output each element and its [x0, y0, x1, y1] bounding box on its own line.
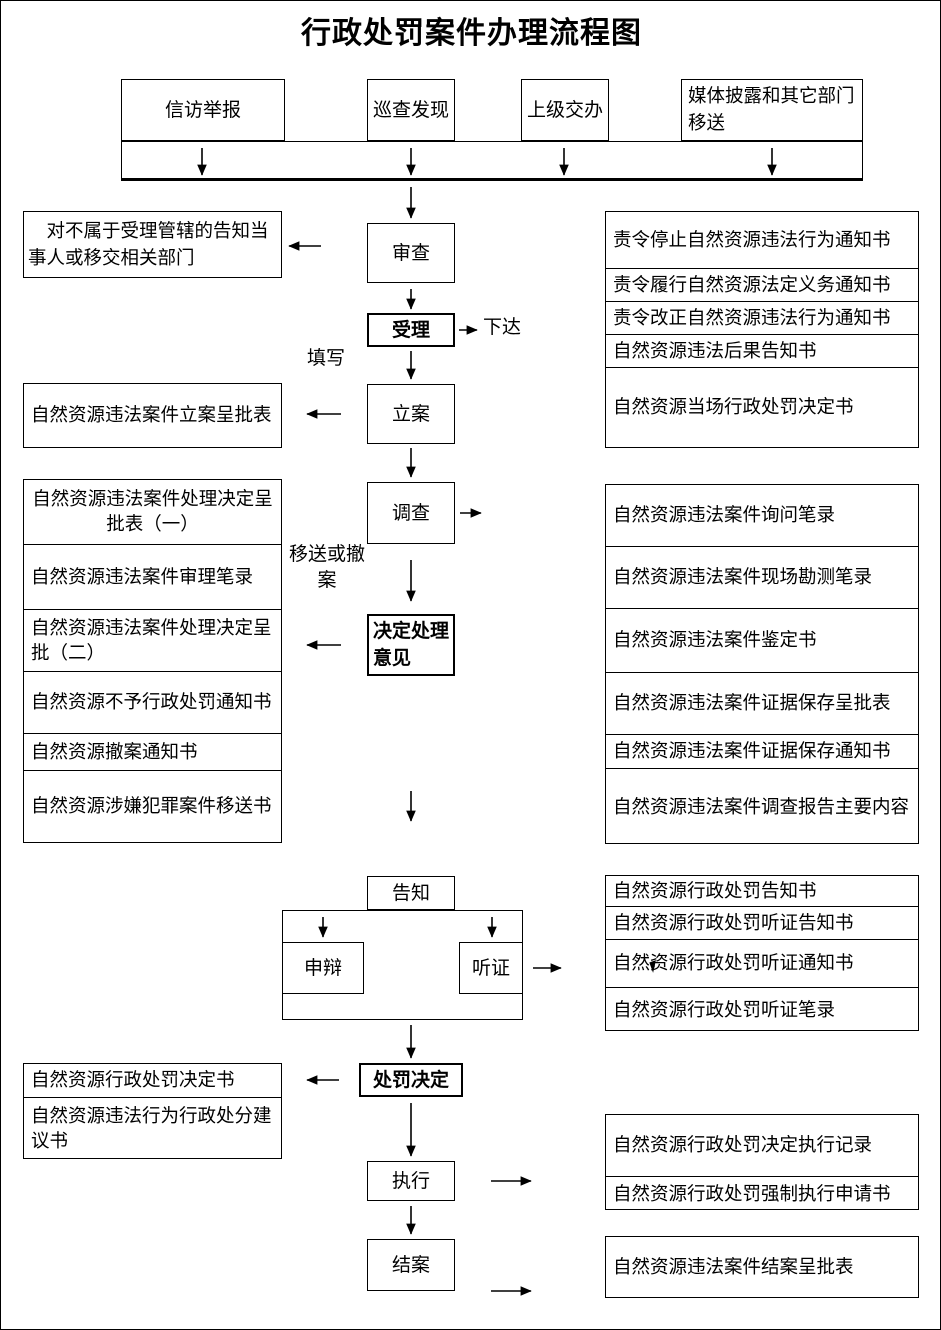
table-row[interactable]: 自然资源违法案件询问笔录 [606, 485, 918, 547]
page-title: 行政处罚案件办理流程图 [301, 16, 642, 51]
table-row[interactable]: 自然资源违法案件处理决定呈批（二） [24, 610, 281, 672]
table-row[interactable]: 自然资源违法行为行政处分建议书 [31, 1106, 272, 1152]
step-box-execution-label: 执行 [391, 1169, 430, 1192]
step-box-review-label: 审查 [391, 241, 430, 264]
left-doc-review-reject[interactable]: 对不属于受理管辖的告知当事人或移交相关部门 [23, 211, 282, 278]
intake-box-assigned-label: 上级交办 [526, 98, 603, 121]
right-doclist-acceptance[interactable]: 责令停止自然资源违法行为通知书 责令履行自然资源法定义务通知书 责令改正自然资源… [605, 211, 919, 448]
table-row[interactable]: 责令履行自然资源法定义务通知书 [606, 269, 918, 302]
right-doclist-notification[interactable]: 自然资源行政处罚告知书 自然资源行政处罚听证告知书 自然资源行政处罚听证通知书 … [605, 875, 919, 1031]
intake-box-media-label: 媒体披露和其它部门移送 [688, 86, 855, 134]
table-row[interactable]: 自然资源当场行政处罚决定书 [613, 396, 854, 418]
table-row[interactable]: 自然资源违法案件立案呈批表 [31, 405, 272, 426]
right-doclist-execution[interactable]: 自然资源行政处罚决定执行记录 自然资源行政处罚强制执行申请书 [605, 1114, 919, 1210]
step-box-notification[interactable]: 告知 [367, 876, 455, 910]
step-box-acceptance[interactable]: 受理 [367, 313, 455, 347]
step-box-hearing-label: 听证 [471, 956, 510, 979]
table-row[interactable]: 自然资源违法后果告知书 [606, 335, 918, 368]
table-row[interactable]: 自然资源行政处罚听证告知书 [606, 907, 918, 940]
step-box-notification-label: 告知 [391, 881, 430, 904]
left-doclist-penalty[interactable]: 自然资源行政处罚决定书 自然资源违法行为行政处分建议书 [23, 1063, 282, 1159]
step-box-penalty-decision[interactable]: 处罚决定 [359, 1063, 463, 1097]
table-row[interactable]: 自然资源行政处罚决定书 [24, 1064, 281, 1098]
step-box-filing[interactable]: 立案 [367, 384, 455, 444]
table-row[interactable]: 自然资源行政处罚强制执行申请书 [613, 1183, 891, 1205]
left-doc-review-reject-label: 对不属于受理管辖的告知当事人或移交相关部门 [28, 220, 269, 269]
annotation-transfer-or-withdraw: 移送或撤案 [289, 543, 366, 591]
table-row[interactable]: 责令停止自然资源违法行为通知书 [606, 212, 918, 269]
intake-box-patrol-label: 巡查发现 [372, 98, 449, 121]
step-box-review[interactable]: 审查 [367, 223, 455, 283]
table-row[interactable]: 自然资源行政处罚听证笔录 [613, 999, 836, 1021]
table-row[interactable]: 自然资源违法案件调查报告主要内容 [613, 796, 910, 818]
step-box-investigation[interactable]: 调查 [367, 482, 455, 544]
annotation-tianxie: 填写 [306, 347, 345, 369]
left-doclist-filing[interactable]: 自然资源违法案件立案呈批表 [23, 383, 282, 448]
table-row[interactable]: 自然资源行政处罚听证通知书 [606, 940, 918, 988]
intake-box-complaint-label: 信访举报 [164, 98, 241, 121]
intake-box-media[interactable]: 媒体披露和其它部门移送 [681, 79, 863, 141]
table-row[interactable]: 自然资源违法案件处理决定呈批表（一） [24, 480, 281, 545]
intake-box-complaint[interactable]: 信访举报 [121, 79, 285, 141]
table-row[interactable]: 自然资源违法案件现场勘测笔录 [606, 547, 918, 609]
step-box-defense-label: 申辩 [303, 956, 342, 979]
table-row[interactable]: 自然资源行政处罚决定执行记录 [606, 1115, 918, 1177]
step-box-investigation-label: 调查 [391, 501, 430, 524]
table-row[interactable]: 自然资源违法案件审理笔录 [24, 545, 281, 610]
table-row[interactable]: 自然资源违法案件结案呈批表 [613, 1256, 854, 1278]
right-doclist-closing[interactable]: 自然资源违法案件结案呈批表 [605, 1236, 919, 1298]
step-box-hearing[interactable]: 听证 [459, 942, 523, 994]
table-row[interactable]: 自然资源不予行政处罚通知书 [24, 672, 281, 734]
step-box-acceptance-label: 受理 [391, 318, 430, 341]
table-row[interactable]: 自然资源违法案件证据保存呈批表 [606, 673, 918, 735]
step-box-decision-opinion[interactable]: 决定处理意见 [367, 614, 455, 676]
step-box-execution[interactable]: 执行 [367, 1161, 455, 1201]
table-row[interactable]: 自然资源违法案件鉴定书 [606, 609, 918, 673]
left-doclist-decision[interactable]: 自然资源违法案件处理决定呈批表（一） 自然资源违法案件审理笔录 自然资源违法案件… [23, 479, 282, 843]
step-box-closing-label: 结案 [391, 1253, 430, 1276]
step-box-filing-label: 立案 [391, 402, 430, 425]
table-row[interactable]: 责令改正自然资源违法行为通知书 [606, 302, 918, 335]
table-row[interactable]: 自然资源撤案通知书 [24, 734, 281, 771]
step-box-decision-opinion-label: 决定处理意见 [373, 620, 450, 669]
right-doclist-investigation[interactable]: 自然资源违法案件询问笔录 自然资源违法案件现场勘测笔录 自然资源违法案件鉴定书 … [605, 484, 919, 844]
table-row[interactable]: 自然资源涉嫌犯罪案件移送书 [31, 795, 272, 817]
table-row[interactable]: 自然资源违法案件证据保存通知书 [606, 735, 918, 769]
step-box-penalty-decision-label: 处罚决定 [372, 1068, 449, 1091]
intake-box-patrol[interactable]: 巡查发现 [367, 79, 455, 141]
table-row[interactable]: 自然资源行政处罚告知书 [606, 876, 918, 907]
annotation-xiada: 下达 [482, 316, 521, 338]
step-box-closing[interactable]: 结案 [367, 1239, 455, 1291]
intake-collector-bar [121, 141, 863, 181]
intake-box-assigned[interactable]: 上级交办 [521, 79, 609, 141]
step-box-defense[interactable]: 申辩 [282, 942, 364, 994]
